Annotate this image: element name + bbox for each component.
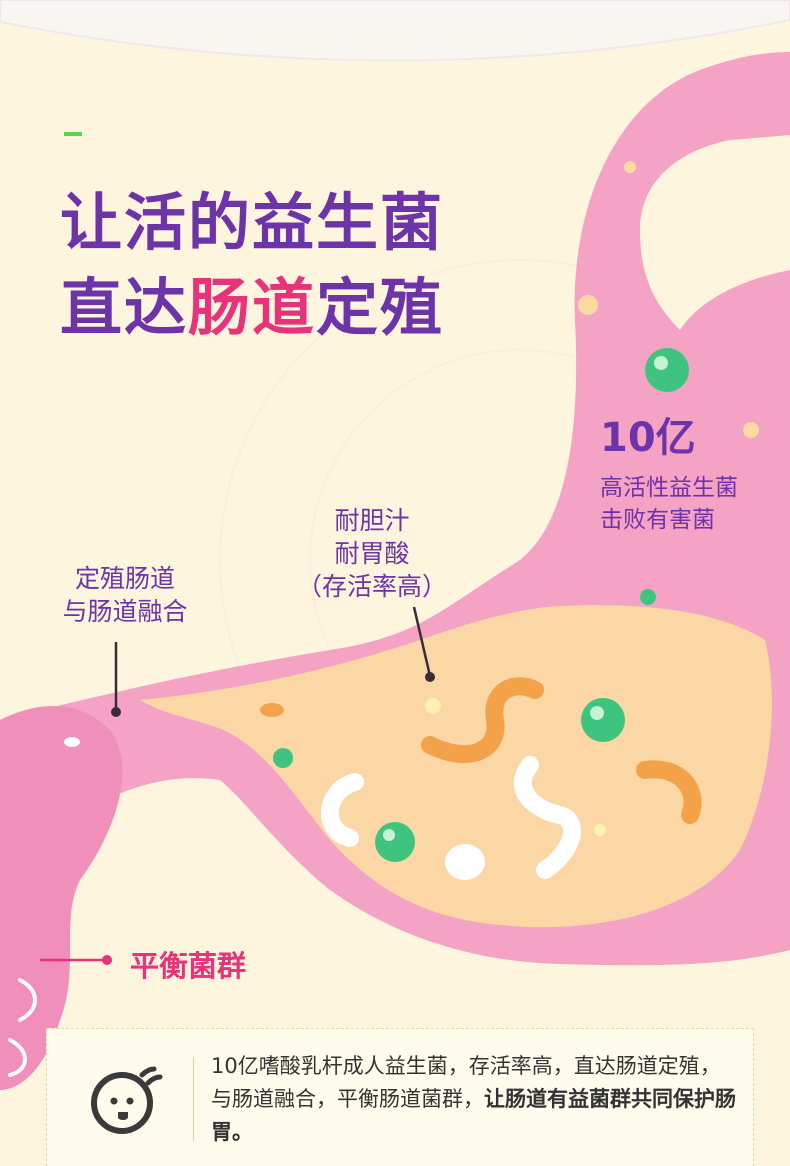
bubble xyxy=(743,422,759,438)
headline-line-1: 让活的益生菌 xyxy=(60,186,445,259)
stat-description: 高活性益生菌 击败有害菌 xyxy=(600,472,738,536)
intestine-detail xyxy=(8,1038,27,1077)
stomach-inner-wall xyxy=(640,135,790,330)
headline-suffix: 定殖 xyxy=(316,271,445,344)
bacteria-worm xyxy=(636,760,702,824)
bacteria-worm xyxy=(320,773,364,847)
label-colonize-line-2: 与肠道融合 xyxy=(62,597,188,626)
bacteria-worm xyxy=(513,756,581,879)
pointer-line-mid xyxy=(412,606,432,677)
headline-line-2: 直达肠道定殖 xyxy=(60,277,444,339)
green-bacteria xyxy=(640,589,656,605)
tongue-face-icon xyxy=(91,1066,163,1134)
green-bacteria xyxy=(273,748,293,768)
bubble xyxy=(64,737,80,747)
info-text: 10亿嗜酸乳杆成人益生菌，存活率高，直达肠道定殖，与肠道融合，平衡肠道菌群，让肠… xyxy=(211,1050,739,1149)
stat-number: 10亿 xyxy=(600,415,696,461)
label-resistance: 耐胆汁 耐胃酸 （存活率高） xyxy=(282,504,462,603)
top-arc xyxy=(0,0,790,62)
green-bacteria xyxy=(581,698,625,742)
intestine xyxy=(0,706,123,1090)
label-colonize-line-1: 定殖肠道 xyxy=(74,564,175,593)
info-box xyxy=(46,1028,754,1166)
stat-line-1: 高活性益生菌 xyxy=(600,475,738,501)
bubble xyxy=(624,161,636,173)
info-divider xyxy=(193,1057,194,1141)
accent-bar xyxy=(64,132,82,136)
bubble xyxy=(578,295,598,315)
label-resistance-line-2: 耐胃酸 xyxy=(334,539,410,568)
headline-prefix: 直达 xyxy=(60,271,189,344)
label-resistance-line-3: （存活率高） xyxy=(296,572,447,601)
bubble xyxy=(594,824,606,836)
bubble xyxy=(425,698,441,714)
label-resistance-line-1: 耐胆汁 xyxy=(334,506,410,535)
info-text-normal: 10亿嗜酸乳杆成人益生菌，存活率高，直达肠道定殖，与肠道融合，平衡肠道菌群， xyxy=(211,1054,721,1111)
green-bacteria xyxy=(645,348,689,392)
headline-highlight: 肠道 xyxy=(188,271,317,344)
stat-line-2: 击败有害菌 xyxy=(600,507,715,533)
intestine-detail xyxy=(18,978,37,1022)
label-balance: 平衡菌群 xyxy=(130,949,247,983)
bacteria-worm xyxy=(421,677,544,763)
bacteria-dot xyxy=(260,703,284,717)
info-text-bold: 让肠道有益菌群共同保护肠胃。 xyxy=(211,1087,736,1144)
label-colonize: 定殖肠道 与肠道融合 xyxy=(40,562,210,628)
green-bacteria xyxy=(375,822,415,862)
bacteria-dot xyxy=(445,844,485,880)
stomach-contents xyxy=(140,605,772,928)
